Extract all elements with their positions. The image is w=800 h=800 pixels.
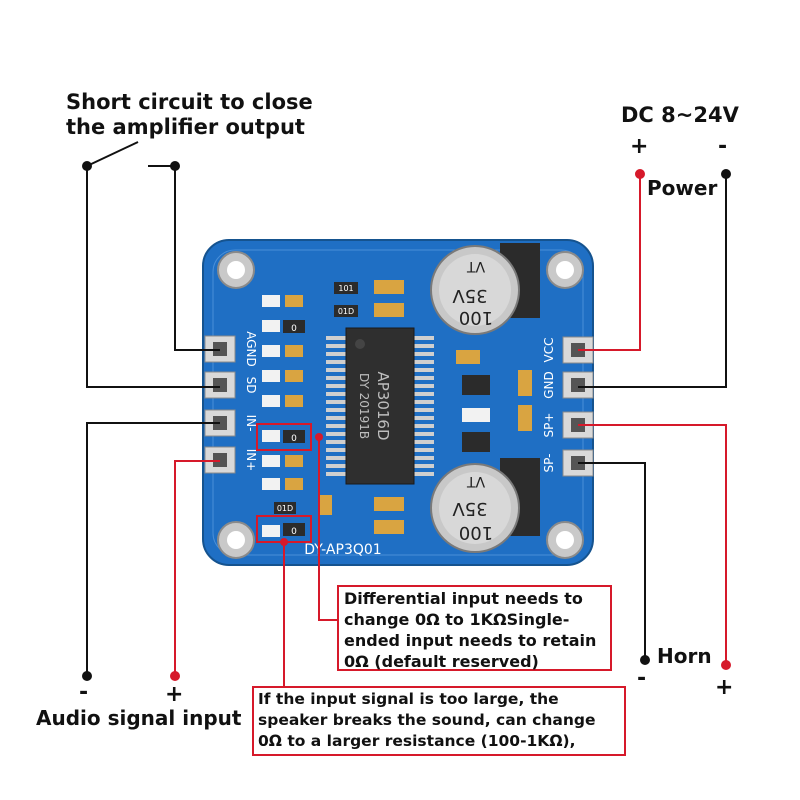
cap-bottom-volt: 35V: [452, 498, 488, 519]
diff-note-line1: Differential input needs to: [344, 589, 583, 608]
amplifier-board: AGND SD IN- IN+ VCC GND SP+ SP- 0 0 0 01…: [202, 239, 594, 566]
code-01d: 01D: [338, 307, 354, 316]
board-model: DY-AP3Q01: [304, 542, 381, 558]
signal-note-line3: 0Ω to a larger resistance (100-1KΩ),: [258, 732, 576, 750]
dc-voltage-label: DC 8~24V: [621, 103, 739, 127]
diff-note-line2: change 0Ω to 1KΩSingle-: [344, 610, 570, 629]
horn-label: Horn: [657, 644, 712, 668]
resistor-column: [262, 295, 305, 537]
resistor-code-2: 0: [291, 434, 297, 444]
pin-label-in-plus: IN+: [244, 449, 258, 472]
chip-date-code: DY 20191B: [357, 373, 371, 439]
pin-label-sd: SD: [244, 377, 258, 394]
cap-top-volt: 35V: [452, 285, 488, 306]
pin-label-sp-plus: SP+: [542, 413, 556, 438]
signal-resistance-note: If the input signal is too large, the sp…: [252, 686, 626, 756]
power-label: Power: [647, 176, 718, 200]
resistor-code-3: 0: [291, 527, 297, 537]
pin-label-vcc: VCC: [542, 338, 556, 363]
switch-label-line1: Short circuit to close: [66, 90, 313, 114]
resistor-code-4: 01D: [277, 504, 293, 513]
mounting-hole-tr: [546, 251, 584, 289]
capacitor-bottom: [430, 458, 540, 553]
diff-note-line3: ended input needs to retain: [344, 631, 597, 650]
audio-plus-sign: +: [165, 682, 184, 707]
cap-top-type: VT: [466, 258, 485, 274]
horn-plus-sign: +: [715, 675, 734, 700]
chip-part-number: AP3016D: [374, 371, 392, 440]
audio-input-label: Audio signal input: [36, 706, 242, 730]
pin-label-in-minus: IN-: [244, 415, 258, 432]
pin-label-gnd: GND: [542, 371, 556, 399]
diff-note-line4: 0Ω (default reserved): [344, 652, 539, 671]
signal-note-line1: If the input signal is too large, the: [258, 690, 559, 708]
horn-minus-sign: -: [637, 666, 647, 691]
mounting-hole-br: [546, 521, 584, 559]
differential-input-note: Differential input needs to change 0Ω to…: [337, 585, 612, 671]
resistor-code-1: 0: [291, 324, 297, 334]
cap-bottom-value: 100: [459, 522, 493, 543]
cap-bottom-type: VT: [466, 473, 485, 489]
switch-label-line2: the amplifier output: [66, 115, 305, 139]
capacitor-top: [430, 243, 540, 335]
highlight-diff-resistor: [256, 423, 312, 451]
cap-top-value: 100: [459, 307, 493, 328]
audio-minus-sign: -: [79, 680, 89, 705]
ic-chip: [326, 327, 434, 485]
mounting-hole-bl: [217, 521, 255, 559]
pin-label-agnd: AGND: [244, 331, 258, 367]
code-101: 101: [338, 284, 353, 293]
mounting-hole-tl: [217, 251, 255, 289]
power-plus-sign: +: [630, 134, 649, 159]
terminal-dots: [82, 161, 731, 681]
power-minus-sign: -: [718, 134, 728, 159]
top-components: [318, 280, 532, 534]
pin-label-sp-minus: SP-: [542, 454, 556, 473]
signal-note-line2: speaker breaks the sound, can change: [258, 711, 596, 729]
